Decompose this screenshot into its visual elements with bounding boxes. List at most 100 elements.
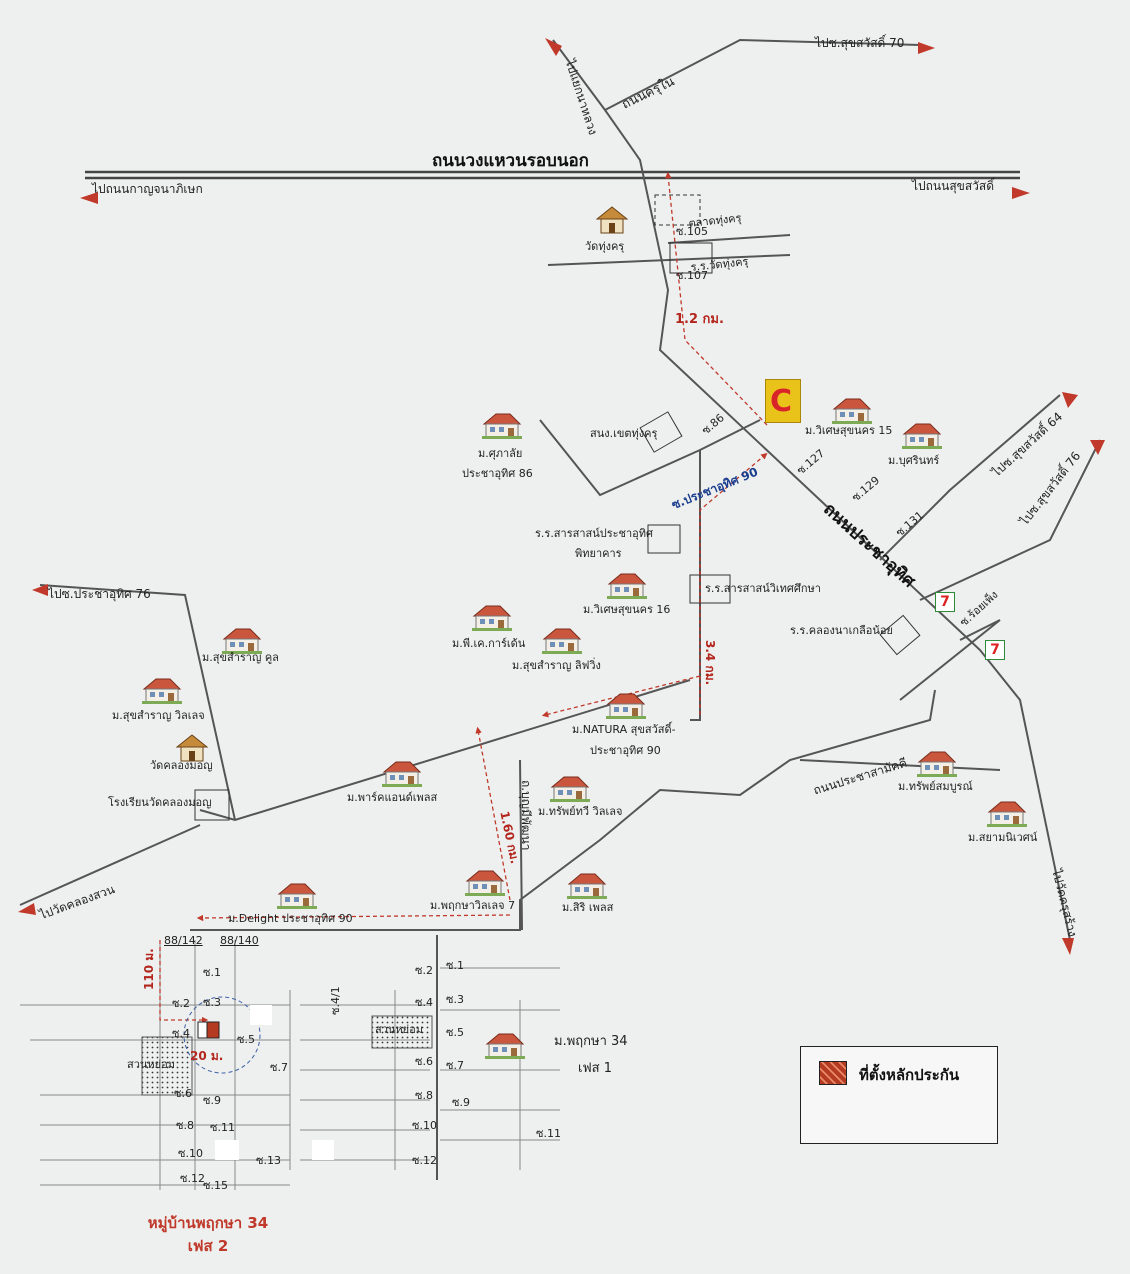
khlong-na-kluea: ร.ร.คลองนาเกลือน้อย <box>790 624 893 637</box>
house-icon <box>220 625 264 655</box>
to-prachauthit-76: ไปซ.ประชาอุทิศ 76 <box>48 587 151 601</box>
house-icon <box>985 798 1029 828</box>
legend-label: ที่ตั้งหลักประกัน <box>859 1066 960 1084</box>
village-supalai-2: ประชาอุทิศ 86 <box>462 467 533 480</box>
bigc-letter: C <box>770 384 793 419</box>
village-wiset-16: ม.วิเศษสุขนคร 16 <box>583 603 671 616</box>
house-icon <box>540 625 584 655</box>
phase-2-title: หมู่บ้านพฤกษา 34 เฟส 2 <box>118 1212 298 1257</box>
subdiv-soi-left-2: ซ.2 <box>172 997 190 1010</box>
subdiv-soi-left-8: ซ.8 <box>176 1119 194 1132</box>
park-label-left: สวนหย่อม <box>127 1058 175 1071</box>
district-office: สนง.เขตทุ่งครุ <box>590 427 658 440</box>
house-icon <box>463 867 507 897</box>
subdiv-soi-left-6: ซ.6 <box>174 1087 192 1100</box>
subdivision-grid <box>20 935 560 1190</box>
distance-2: 3.4 กม. <box>703 640 717 686</box>
to-suksawat: ไปถนนสุขสวัสดิ์ <box>912 179 995 193</box>
sarasas-prachauthit-2: พิทยาคาร <box>575 547 622 560</box>
temple-icon <box>595 205 639 235</box>
collateral-radius <box>183 996 261 1074</box>
house-icon <box>275 880 319 910</box>
village-pruksa-34: ม.พฤกษา 34 <box>554 1034 628 1049</box>
village-wiset-15: ม.วิเศษสุขนคร 15 <box>805 424 893 437</box>
park-left <box>141 1036 193 1096</box>
house-icon <box>605 570 649 600</box>
subdiv-soi-right-4: ซ.4 <box>415 996 433 1009</box>
phase-2-line-2: เฟส 2 <box>187 1236 229 1255</box>
seven-eleven-icon-2: 7 <box>985 640 1005 660</box>
house-icon <box>380 758 424 788</box>
subdiv-soi-right-2: ซ.2 <box>415 964 433 977</box>
subdiv-soi-right-6: ซ.6 <box>415 1055 433 1068</box>
subdiv-soi-left-12: ซ.12 <box>180 1172 205 1185</box>
subdiv-soi-left-10: ซ.10 <box>178 1147 203 1160</box>
blank-patch-3 <box>312 1140 334 1160</box>
house-icon <box>915 748 959 778</box>
subdiv-soi-right-9: ซ.9 <box>452 1096 470 1109</box>
house-icon <box>900 420 944 450</box>
to-suksawat-70: ไปซ.สุขสวัสดิ์ 70 <box>815 36 905 50</box>
subdiv-soi-right-3: ซ.3 <box>446 993 464 1006</box>
village-delight: ม.Delight ประชาอุทิศ 90 <box>228 912 353 925</box>
bunmi-phatthana-label: ถ.บุญมีพัฒนา <box>519 780 533 851</box>
plot-88-142: 88/142 <box>164 934 203 947</box>
village-siri-place: ม.สิริ เพลส <box>562 901 614 914</box>
village-natura: ม.NATURA สุขสวัสดิ์- <box>572 723 676 736</box>
main-roads <box>19 38 1101 941</box>
village-supalai: ม.ศุภาลัย <box>478 447 523 460</box>
village-pruksa-7: ม.พฤกษาวิลเลจ 7 <box>430 899 516 912</box>
house-icon <box>470 602 514 632</box>
seven-eleven-icon: 7 <box>935 592 955 612</box>
house-icon <box>140 675 184 705</box>
subdiv-soi-right-1: ซ.1 <box>446 959 464 972</box>
wat-thung-khru-label: วัดทุ่งครุ <box>585 240 625 253</box>
phase-2-line-1: หมู่บ้านพฤกษา 34 <box>147 1214 269 1232</box>
subdiv-soi-left-13: ซ.13 <box>256 1154 281 1167</box>
wat-khlong-mon: วัดคลองมอญ <box>150 759 213 772</box>
village-sap-sombun: ม.ทรัพย์สมบูรณ์ <box>898 780 973 793</box>
village-sukhsamran-living: ม.สุขสำราญ ลิฟวิ่ง <box>512 659 601 672</box>
school-khlong-mon: โรงเรียนวัดคลองมอญ <box>108 796 212 809</box>
subdiv-soi-left-7: ซ.7 <box>270 1061 288 1074</box>
subdiv-soi-right-12: ซ.12 <box>412 1154 437 1167</box>
village-bussarin: ม.บุศรินทร์ <box>888 454 940 467</box>
village-natura-2: ประชาอุทิศ 90 <box>590 744 661 757</box>
sarasas-wiset: ร.ร.สารสาสน์วิเทศศึกษา <box>705 582 821 595</box>
direction-arrows <box>18 38 1105 955</box>
subdiv-soi-right-5: ซ.5 <box>446 1026 464 1039</box>
neighbor-plot <box>197 1021 208 1039</box>
village-pk-garden: ม.พี.เค.การ์เด้น <box>452 637 526 650</box>
subdiv-soi-left-11: ซ.11 <box>210 1121 235 1134</box>
soi-105: ซ.105 <box>676 225 708 238</box>
subdiv-soi-left-14: ซ.15 <box>203 1179 228 1192</box>
village-sukhsamran-cool: ม.สุขสำราญ คูล <box>202 651 279 664</box>
subdiv-soi-right-11: ซ.11 <box>536 1127 561 1140</box>
subdiv-soi-right-8: ซ.8 <box>415 1089 433 1102</box>
soi-4-1: ซ.4/1 <box>329 986 342 1015</box>
subdiv-soi-left-5: ซ.5 <box>237 1033 255 1046</box>
house-icon <box>548 773 592 803</box>
subdiv-soi-left-9: ซ.9 <box>203 1094 221 1107</box>
collateral-swatch <box>819 1061 847 1085</box>
blank-patch-2 <box>215 1140 239 1160</box>
park-right <box>371 1015 433 1049</box>
village-park-and-place: ม.พาร์คแอนด์เพลส <box>347 791 438 804</box>
sarasas-prachauthit: ร.ร.สารสาสน์ประชาอุทิศ <box>535 527 654 540</box>
village-siam-niwet: ม.สยามนิเวศน์ <box>968 831 1038 844</box>
blank-patch-1 <box>250 1005 272 1025</box>
outer-ring-road <box>85 170 1020 180</box>
house-icon <box>483 1030 527 1060</box>
subdiv-soi-left-4: ซ.4 <box>172 1027 190 1040</box>
park-label-right: สวนหย่อม <box>375 1023 423 1036</box>
building-outlines <box>194 194 921 821</box>
house-icon <box>565 870 609 900</box>
bigc-store-icon: C <box>765 379 801 423</box>
subdiv-soi-right-10: ซ.10 <box>412 1119 437 1132</box>
village-sap-thawi: ม.ทรัพย์ทวี วิลเลจ <box>538 805 623 818</box>
distance-5: 20 ม. <box>190 1049 224 1063</box>
plot-88-140: 88/140 <box>220 934 259 947</box>
house-icon <box>830 395 874 425</box>
subdiv-soi-right-7: ซ.7 <box>446 1059 464 1072</box>
